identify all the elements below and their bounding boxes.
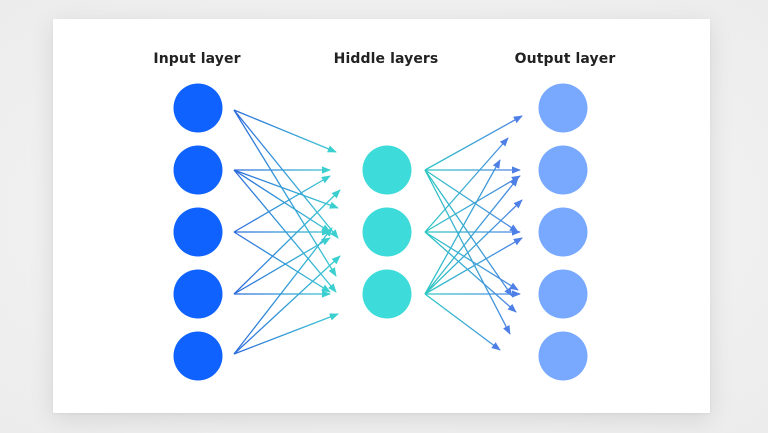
edge-arrow (424, 175, 521, 233)
hidden-node (362, 207, 412, 257)
edge-arrow (424, 115, 523, 171)
edge-arrow (233, 169, 339, 209)
hidden-node (362, 145, 412, 195)
edge-arrow (424, 231, 517, 313)
hidden-node (362, 269, 412, 319)
input-layer-label: Input layer (153, 51, 241, 67)
edge-arrow (233, 109, 337, 277)
edge-arrow (233, 237, 331, 295)
output-node (538, 269, 588, 319)
edge-arrow (233, 231, 331, 293)
edge-arrow (233, 175, 331, 233)
edge-arrow (424, 177, 519, 295)
edge-arrow (424, 237, 523, 295)
edge-arrow (424, 169, 519, 233)
input-node (173, 207, 223, 257)
edge-arrow (424, 199, 523, 295)
edge-arrow (233, 109, 337, 153)
input-node (173, 83, 223, 133)
input-node (173, 269, 223, 319)
output-node (538, 331, 588, 381)
input-to-hidden-edges (233, 109, 341, 355)
hidden-layers-label: Hiddle layers (333, 51, 439, 67)
output-layer-label: Output layer (514, 51, 616, 67)
edge-arrow (233, 189, 341, 295)
edge-arrow (424, 231, 519, 291)
edge-arrow (233, 313, 339, 355)
edge-arrow (424, 293, 501, 351)
edge-arrow (233, 255, 341, 355)
output-node (538, 145, 588, 195)
input-node (173, 331, 223, 381)
input-node (173, 145, 223, 195)
edge-arrow (424, 137, 509, 233)
edge-arrow (233, 227, 333, 355)
edge-arrow (233, 169, 331, 233)
edge-arrow (424, 159, 501, 295)
output-node (538, 83, 588, 133)
network-nodes (173, 83, 588, 381)
hidden-to-output-edges (424, 115, 523, 351)
edge-arrow (424, 169, 513, 297)
edge-arrow (233, 169, 337, 293)
edge-arrow (233, 109, 339, 239)
output-node (538, 207, 588, 257)
